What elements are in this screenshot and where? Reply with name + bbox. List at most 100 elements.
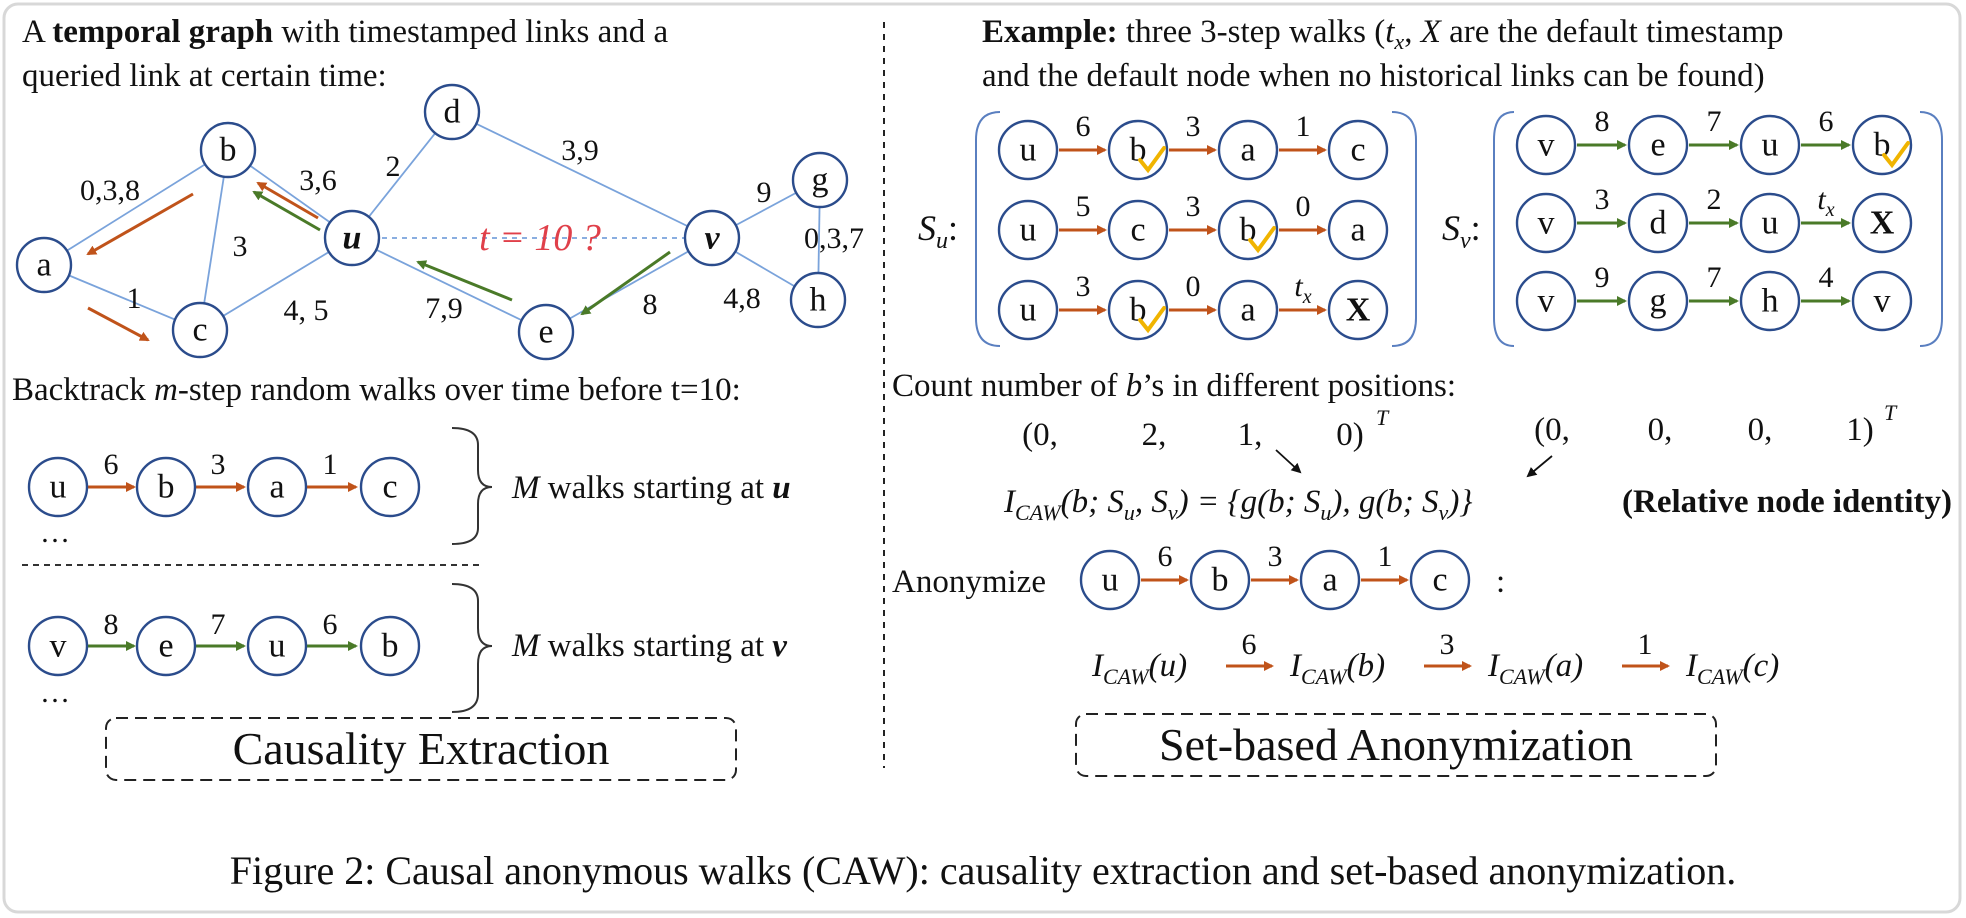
intro-line-2: queried link at certain time: [22, 58, 387, 94]
sv-bracket-right [1919, 111, 1943, 347]
svg-text:3: 3 [211, 448, 226, 481]
svg-text:v: v [1874, 283, 1891, 320]
icaw-term-0: ICAW(u) [1091, 648, 1187, 689]
node-u: u [323, 209, 381, 267]
count-text: Count number of b’s in different positio… [892, 368, 1456, 404]
icaw-term-3: ICAW(c) [1685, 648, 1779, 689]
svg-text:T: T [1376, 405, 1390, 430]
svg-text:0): 0) [1336, 417, 1364, 453]
svg-text:2,: 2, [1142, 417, 1167, 453]
anon-walk-label-0: 6 [1158, 540, 1173, 573]
edge-label-b-u: 3,6 [299, 164, 337, 197]
svg-text:a: a [36, 247, 51, 284]
svg-text:v: v [704, 220, 720, 257]
sv-walk-2-node-1: g [1627, 270, 1689, 332]
edge-c-u [199, 237, 353, 331]
edge-label-u-e: 7,9 [425, 292, 463, 325]
su-walk-1-label-1: 3 [1186, 190, 1201, 223]
svg-text:v: v [1538, 205, 1555, 242]
anon-walk-label-1: 3 [1268, 540, 1283, 573]
edge-label-d-v: 3,9 [561, 134, 599, 167]
icaw-arrow-label-1: 3 [1440, 628, 1455, 661]
node-e: e [517, 303, 575, 361]
sv-walk-0-label-1: 7 [1707, 105, 1722, 138]
svg-text:b: b [382, 628, 399, 665]
svg-text:a: a [1350, 212, 1365, 249]
anon-walk-node-2: a [1299, 549, 1361, 611]
svg-text:v: v [1538, 127, 1555, 164]
walk-u-left: 6 3 1 u b a c … [27, 448, 421, 549]
svg-text:X: X [1346, 292, 1371, 329]
node-g: g [791, 151, 849, 209]
svg-text:b: b [1240, 212, 1257, 249]
su-walk-0-label-2: 1 [1296, 110, 1311, 143]
brace-u [451, 427, 493, 545]
svg-text:0,: 0, [1648, 412, 1673, 448]
sv-walk-2-label-1: 7 [1707, 261, 1722, 294]
sv-walk-1-label-0: 3 [1595, 183, 1610, 216]
brace-v [451, 583, 493, 713]
edge-u-e [351, 237, 547, 333]
svg-text:u: u [269, 628, 286, 665]
icaw-formula: ICAW(b; Su, Sv) = {g(b; Su), g(b; Sv)} [1003, 484, 1473, 525]
svg-text:v: v [50, 628, 67, 665]
sv-walk-0-node-2: u [1739, 114, 1801, 176]
node-c: c [171, 301, 229, 359]
ellipsis-v: … [40, 676, 70, 709]
edge-label-a-c: 1 [127, 282, 142, 315]
node-b: b [199, 121, 257, 179]
svg-text:c: c [1130, 212, 1145, 249]
causality-extraction-box [105, 717, 737, 781]
sv-walk-1-node-3: X [1851, 192, 1913, 254]
svg-text:8: 8 [104, 608, 119, 641]
anonymize-colon: : [1496, 564, 1505, 600]
query-label: t = 10 ? [479, 217, 601, 259]
pointer-arrow-u [1275, 449, 1302, 474]
set-based-anonymization-title: Set-based Anonymization [1159, 719, 1633, 770]
anonymize-label: Anonymize [892, 564, 1046, 600]
svg-text:u: u [50, 469, 67, 506]
svg-text:a: a [1322, 562, 1337, 599]
sv-walk-0-node-3: b [1851, 114, 1913, 176]
svg-text:u: u [343, 220, 362, 257]
edge-label-v-g: 9 [757, 176, 772, 209]
pointer-arrow-v [1526, 455, 1553, 478]
svg-text:d: d [444, 94, 461, 131]
sv-walk-0-node-0: v [1515, 114, 1577, 176]
edge-label-c-u: 4, 5 [284, 294, 329, 327]
edge-b-c [199, 149, 229, 331]
svg-text:b: b [1130, 132, 1147, 169]
svg-text:c: c [382, 469, 397, 506]
su-walk-2-node-0: u [997, 279, 1059, 341]
sv-walk-1-node-2: u [1739, 192, 1801, 254]
edge-label-b-c: 3 [233, 230, 248, 263]
su-walk-1-label-2: 0 [1296, 190, 1311, 223]
svg-text:1: 1 [323, 448, 338, 481]
svg-text:u: u [1762, 127, 1779, 164]
sv-walk-1-node-0: v [1515, 192, 1577, 254]
arrow-a-to-c [87, 306, 150, 342]
svg-text:6: 6 [104, 448, 119, 481]
svg-text:a: a [1240, 292, 1255, 329]
arrow-u-to-b-green [252, 190, 321, 232]
svg-text:u: u [1020, 212, 1037, 249]
figure-caption: Figure 2: Causal anonymous walks (CAW): … [230, 848, 1736, 893]
svg-text:u: u [1762, 205, 1779, 242]
svg-text:b: b [220, 132, 237, 169]
edge-label-a-b: 0,3,8 [80, 174, 140, 207]
arrow-v-to-e [580, 250, 671, 316]
su-walk-1-node-2: b [1217, 199, 1279, 261]
walk-v-left: 8 7 6 v e u b … [27, 608, 421, 709]
svg-text:c: c [192, 312, 207, 349]
svg-text:u: u [1020, 132, 1037, 169]
su-walk-2-label-1: 0 [1186, 270, 1201, 303]
su-walk-0-node-1: b [1107, 119, 1169, 181]
su-walk-0-label-1: 3 [1186, 110, 1201, 143]
sv-walk-1-node-1: d [1627, 192, 1689, 254]
arrow-u-to-b [256, 181, 319, 220]
check-icon [1138, 306, 1166, 334]
svg-text:a: a [269, 469, 284, 506]
check-icon [1248, 226, 1276, 254]
su-bracket-left [975, 111, 1001, 347]
